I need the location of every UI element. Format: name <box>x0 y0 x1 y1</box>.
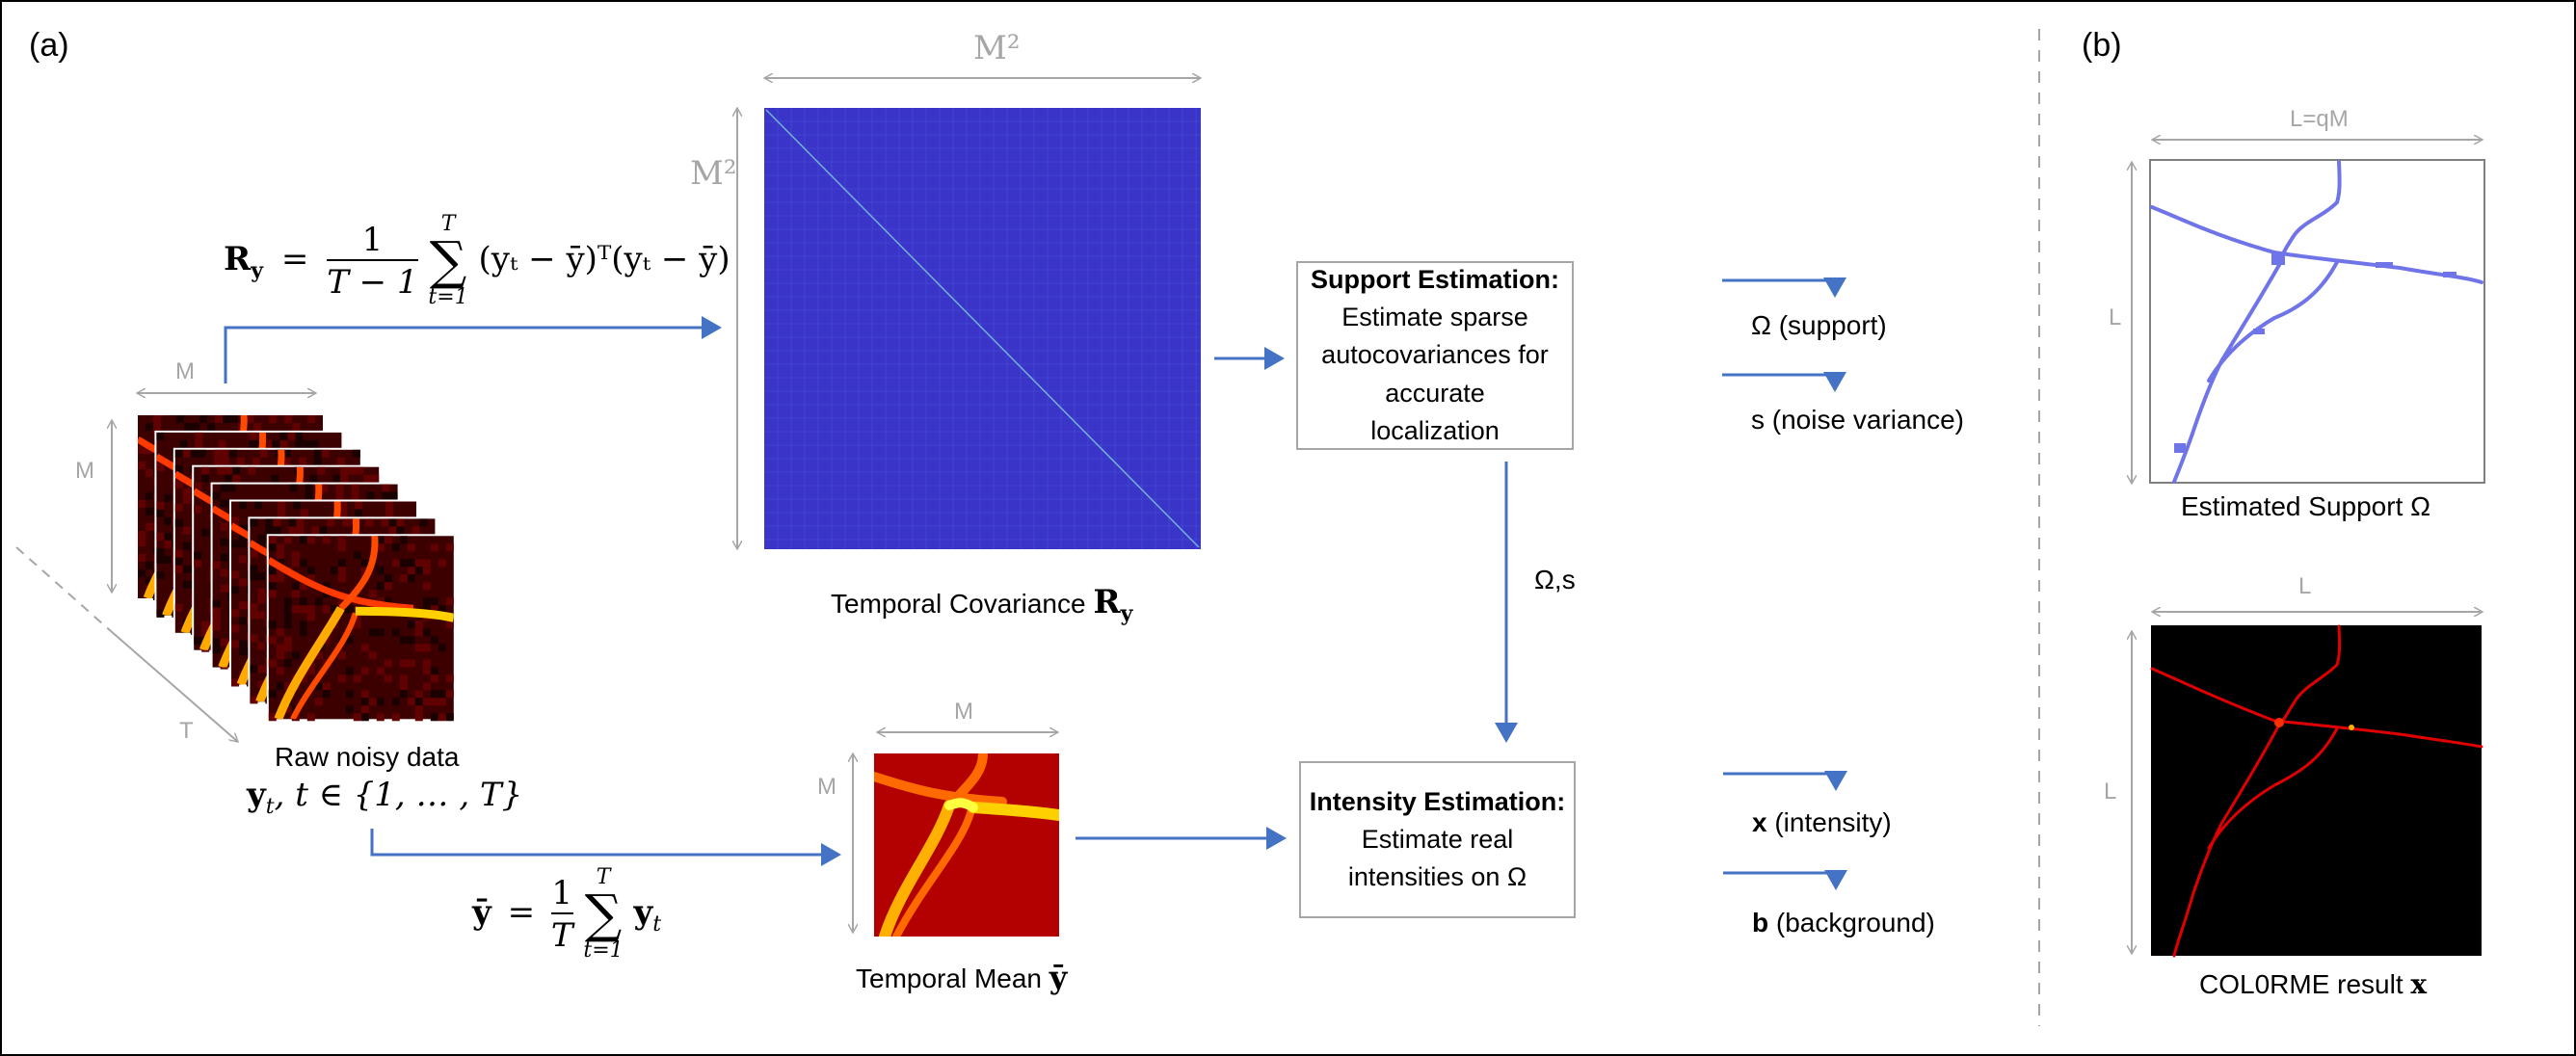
arrow-support-output-omega <box>1722 277 1846 298</box>
support-output-omega: Ω (support) <box>1751 310 1887 341</box>
result-caption-text: COL0RME result <box>2199 969 2403 999</box>
mean-formula-sum: T ∑ t=1 <box>583 865 624 963</box>
intensity-output-b: b (background) <box>1752 908 1935 938</box>
mean-formula: ȳ = 1 T T ∑ t=1 yt <box>472 865 662 963</box>
output-symbol: b <box>1752 908 1769 937</box>
arrow-raw-to-mean <box>370 829 841 866</box>
formula-body: (yₜ − ȳ)ᵀ(yₜ − ȳ) <box>478 240 730 278</box>
sum-lower: t=1 <box>428 285 468 309</box>
intensity-output-x: x (intensity) <box>1752 807 1892 838</box>
covariance-matrix-image <box>764 108 1201 549</box>
time-axis-dashed <box>15 546 112 632</box>
mean-formula-body: y <box>633 893 653 932</box>
output-symbol: x <box>1752 807 1767 837</box>
mean-caption: Temporal Mean ȳ <box>856 959 1067 995</box>
time-axis-label: T <box>179 718 194 744</box>
formula-sum: T ∑ t=1 <box>428 212 468 309</box>
arrow-intensity-output-x <box>1723 771 1847 791</box>
mean-fraction-denominator: T <box>550 912 573 955</box>
support-box-line: autocovariances for accurate <box>1321 340 1549 408</box>
link-label: Ω,s <box>1534 565 1576 594</box>
mean-formula-body-sub: t <box>652 912 662 937</box>
mean-formula-fraction: 1 T <box>550 874 573 955</box>
cov-height-label: M² <box>690 154 737 193</box>
output-label: (intensity) <box>1766 807 1892 837</box>
fraction-numerator: 1 <box>361 221 384 259</box>
time-axis <box>110 630 238 742</box>
result-width-label: L <box>2298 573 2312 599</box>
support-box-line: localization <box>1370 415 1500 445</box>
support-estimation-box: Support Estimation: Estimate sparse auto… <box>1296 261 1574 450</box>
arrow-intensity-output-b <box>1723 870 1847 890</box>
raw-height-label: M <box>75 458 94 484</box>
raw-formula-var: y <box>247 776 266 814</box>
output-label: (noise variance) <box>1765 405 1964 435</box>
panel-a-label: (a) <box>29 27 69 64</box>
output-symbol: Ω <box>1751 310 1771 340</box>
covariance-caption-symbol: R <box>1093 583 1121 621</box>
output-label: (background) <box>1768 908 1935 937</box>
covariance-caption-text: Temporal Covariance <box>831 589 1086 619</box>
mean-height-label: M <box>817 774 837 800</box>
raw-data-formula: yt, t ∈ {1, … , T} <box>247 776 522 819</box>
formula-lhs-sub: y <box>251 258 264 283</box>
formula-fraction: 1 T − 1 <box>327 221 418 302</box>
intensity-box-title: Intensity Estimation: <box>1309 786 1566 816</box>
intensity-box-line: Estimate real intensities on Ω <box>1347 824 1527 892</box>
raw-frames-stack <box>136 413 456 722</box>
raw-data-caption: Raw noisy data <box>275 742 460 772</box>
support-output-s: s (noise variance) <box>1751 405 1964 436</box>
support-box-title: Support Estimation: <box>1311 265 1559 295</box>
arrow-support-output-s <box>1722 372 1846 392</box>
mean-caption-text: Temporal Mean <box>856 964 1042 993</box>
mean-caption-symbol: ȳ <box>1049 959 1068 995</box>
raw-formula-sub: t <box>265 795 275 819</box>
covariance-formula: Ry = 1 T − 1 T ∑ t=1 (yₜ − ȳ)ᵀ(yₜ − ȳ) <box>224 212 730 309</box>
sum-upper: T <box>440 212 456 236</box>
fraction-denominator: T − 1 <box>327 259 418 302</box>
colorme-result-image <box>2150 624 2483 958</box>
intensity-estimation-box: Intensity Estimation: Estimate real inte… <box>1299 761 1576 918</box>
cov-width-label: M² <box>973 29 1021 67</box>
panel-b-label: (b) <box>2082 27 2122 64</box>
mean-sum-lower: t=1 <box>583 938 624 963</box>
mean-width-label: M <box>954 699 973 725</box>
result-height-label: L <box>2104 779 2117 805</box>
output-symbol: s <box>1751 405 1765 435</box>
result-caption: COL0RME result x <box>2199 968 2427 1000</box>
output-label: (support) <box>1770 310 1887 340</box>
support-caption: Estimated Support Ω <box>2181 491 2431 521</box>
support-width-label: L=qM <box>2290 106 2349 132</box>
arrow-raw-to-covariance <box>224 316 722 383</box>
result-caption-symbol: x <box>2410 968 2428 1000</box>
formula-lhs: R <box>224 240 252 278</box>
temporal-mean-image <box>874 753 1059 937</box>
raw-width-label: M <box>175 358 195 384</box>
estimated-support-image <box>2149 159 2485 484</box>
covariance-caption: Temporal Covariance Ry <box>831 583 1132 626</box>
raw-frame <box>266 534 456 722</box>
mean-sum-upper: T <box>596 865 611 889</box>
covariance-caption-symbol-sub: y <box>1120 601 1133 626</box>
support-box-line: Estimate sparse <box>1341 303 1528 332</box>
support-height-label: L <box>2109 304 2122 330</box>
raw-formula-set: , t ∈ {1, … , T} <box>274 776 523 814</box>
mean-formula-lhs: ȳ <box>472 893 491 932</box>
mean-fraction-numerator: 1 <box>551 874 573 912</box>
